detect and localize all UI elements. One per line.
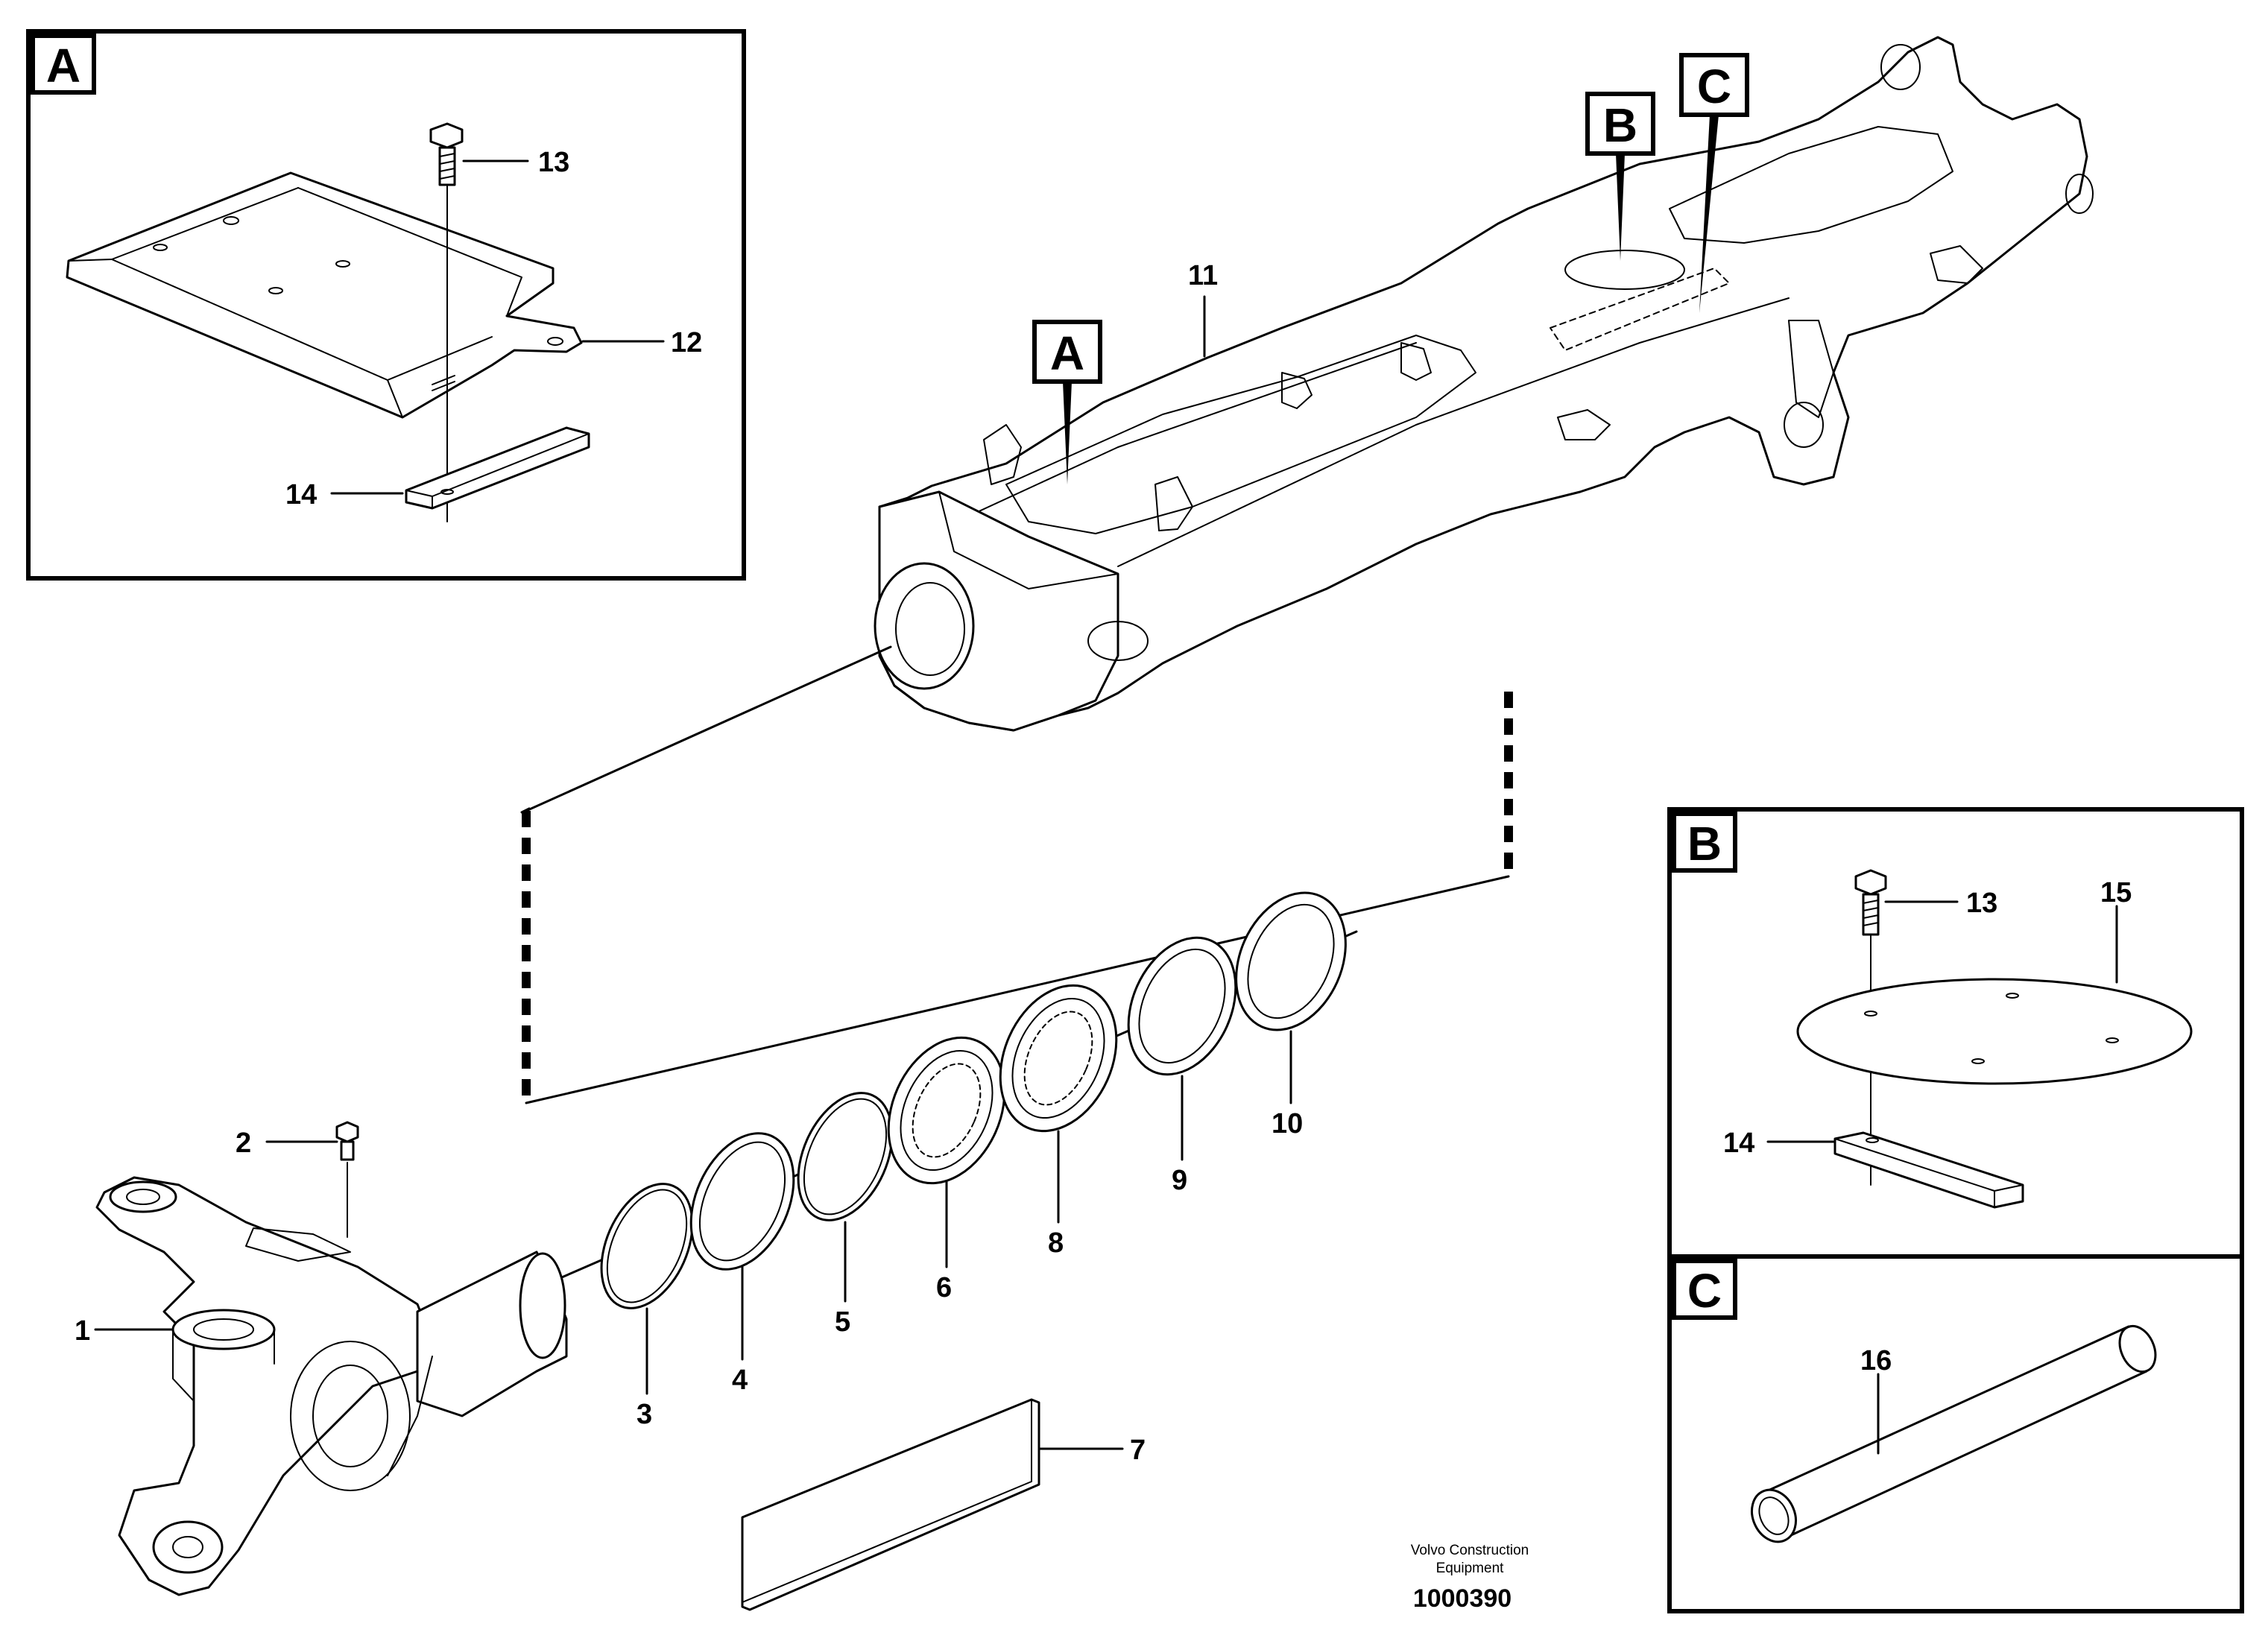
document-number: 1000390 (1413, 1584, 1512, 1613)
snap-ring-part-5: 5 (797, 1092, 894, 1338)
hidden-bore-outline (520, 645, 1513, 1104)
label-14-a: 14 (285, 479, 317, 510)
callout-b-box (1585, 92, 1655, 156)
label-13-b: 13 (1966, 888, 1997, 919)
maker-line-2: Equipment (1436, 1561, 1505, 1576)
label-15: 15 (2100, 877, 2132, 908)
detail-a-tag: A (46, 39, 80, 92)
detail-a-tag-box (31, 34, 96, 95)
bearing-part-8: 8 (999, 984, 1118, 1259)
label-7: 7 (1130, 1435, 1146, 1466)
callout-c-pointer (1699, 115, 1719, 313)
detail-b-panel: B 13 15 14 (1667, 807, 2244, 1259)
label-12: 12 (671, 327, 702, 358)
frame-callouts: A B C 11 (1032, 53, 1749, 484)
footer: Volvo Construction Equipment 1000390 (1411, 1543, 1529, 1613)
label-14-b: 14 (1723, 1128, 1754, 1159)
detail-b-tag-box (1672, 812, 1737, 873)
knuckle-part-1 (95, 1176, 568, 1596)
detail-c-frame (1667, 1254, 2244, 1613)
bolt-part-13 (429, 122, 464, 522)
callout-b-pointer (1616, 154, 1625, 261)
label-8: 8 (1048, 1227, 1064, 1259)
detail-b-tag: B (1687, 817, 1722, 870)
detail-c-tag-box (1672, 1259, 1737, 1320)
label-9: 9 (1172, 1165, 1187, 1196)
snap-ring-part-3: 3 (600, 1183, 694, 1430)
ring-part-9: 9 (1127, 936, 1237, 1196)
seal-part-10: 10 (1235, 891, 1347, 1139)
label-6: 6 (936, 1272, 952, 1303)
detail-a-panel: A 13 (26, 29, 746, 581)
cover-plate-part-12 (66, 171, 583, 419)
shim-strip-part-7: 7 (741, 1398, 1146, 1611)
label-1: 1 (75, 1315, 90, 1347)
detail-c-panel: C 16 (1667, 1254, 2244, 1613)
callout-a-pointer (1063, 382, 1072, 484)
tube-part-16 (1751, 1324, 2157, 1543)
label-10: 10 (1272, 1108, 1303, 1139)
label-2: 2 (236, 1128, 251, 1159)
label-3: 3 (637, 1399, 652, 1430)
bolt-part-2: 2 (236, 1121, 359, 1238)
shim-part-14 (405, 426, 590, 510)
callout-c-tag: C (1697, 60, 1731, 113)
detail-a-frame (26, 29, 746, 581)
detail-c-tag: C (1687, 1264, 1722, 1318)
label-16: 16 (1860, 1345, 1892, 1376)
ring-part-4: 4 (689, 1132, 795, 1396)
label-13-a: 13 (538, 147, 569, 178)
label-4: 4 (732, 1365, 748, 1396)
disc-part-15 (1796, 978, 2193, 1085)
label-11: 11 (1188, 260, 1218, 291)
callout-b-tag: B (1603, 98, 1637, 152)
callout-a-tag: A (1050, 326, 1084, 380)
bearing-part-6: 6 (887, 1036, 1006, 1303)
maker-line-1: Volvo Construction (1411, 1543, 1529, 1558)
callout-c-box (1679, 53, 1749, 117)
main-frame-part-11 (874, 36, 2094, 732)
label-5: 5 (835, 1306, 850, 1338)
